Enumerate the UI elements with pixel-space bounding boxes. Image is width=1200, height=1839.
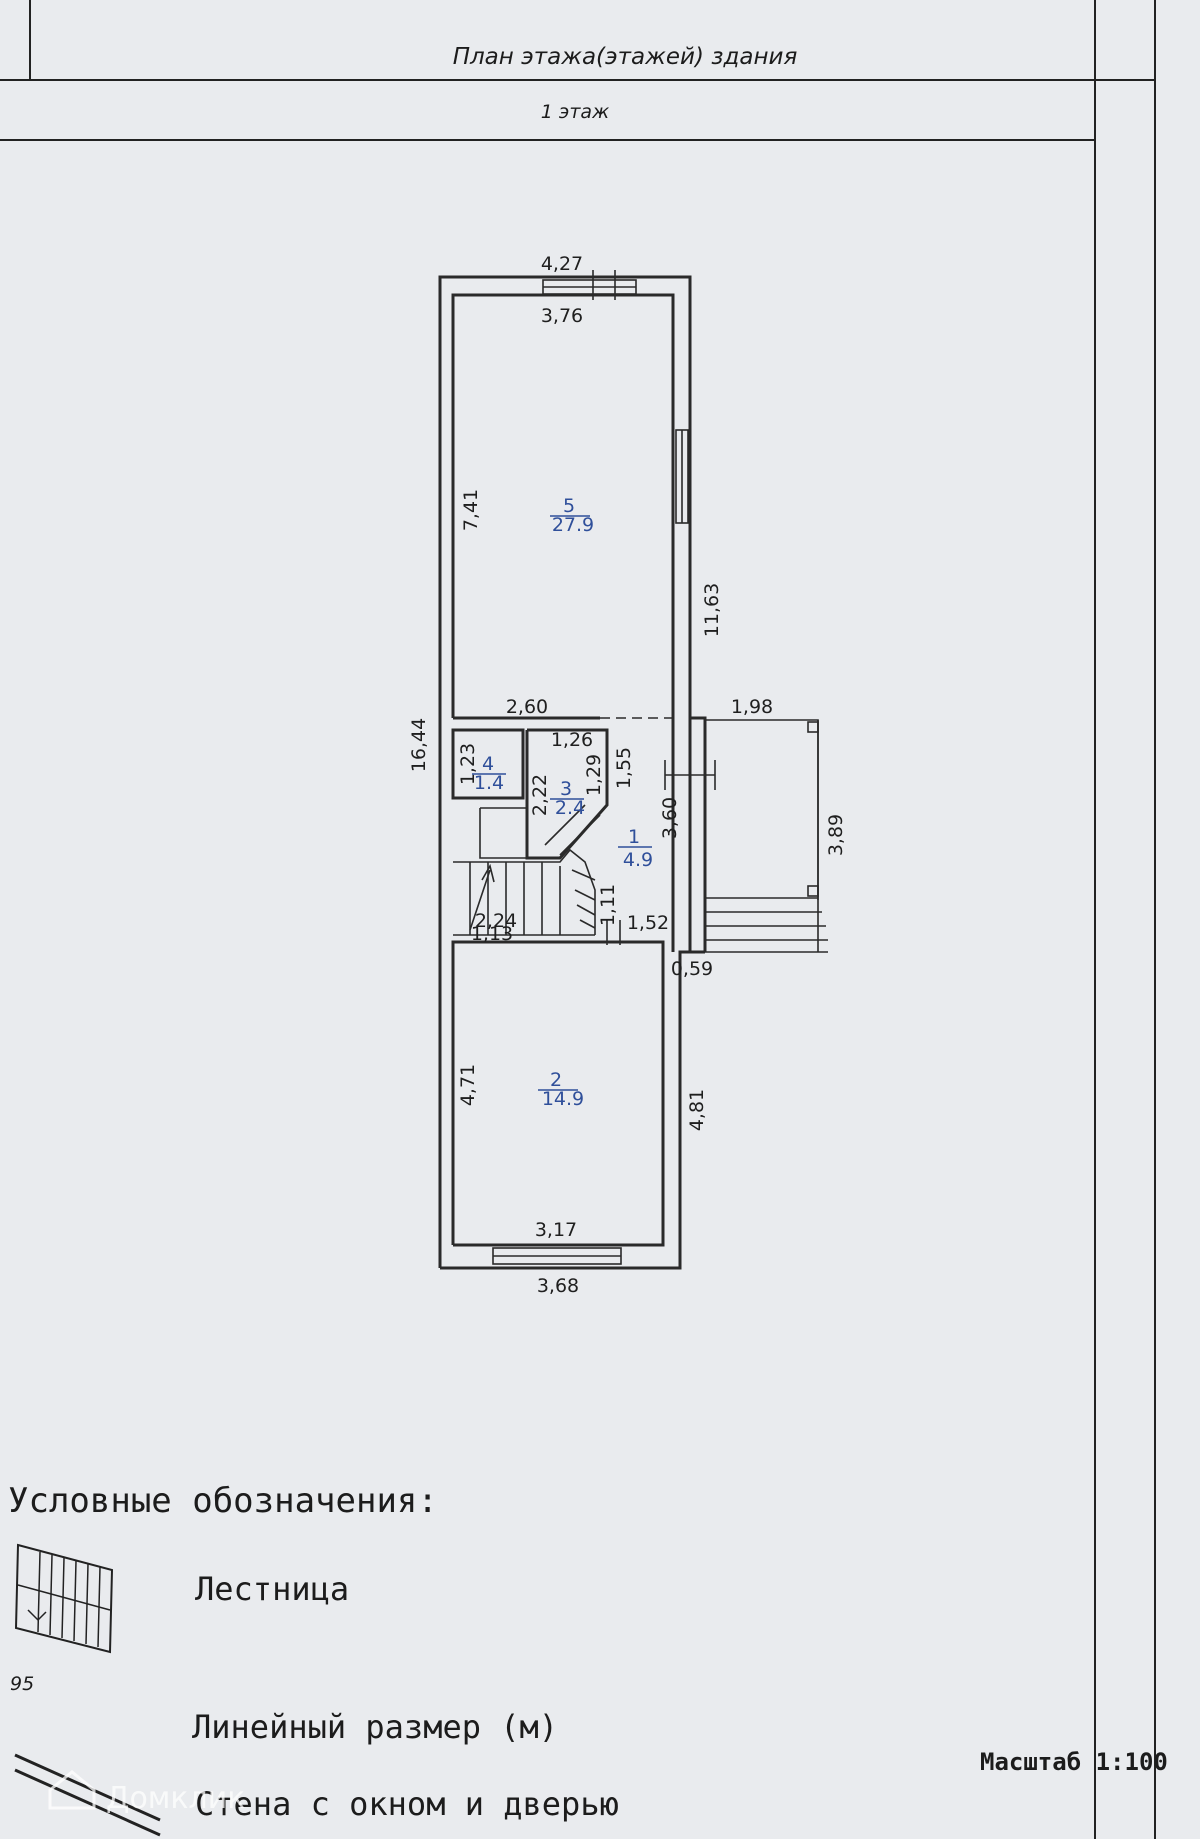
floor-label: 1 этаж bbox=[541, 101, 609, 123]
room-3-number: 3 bbox=[560, 778, 572, 800]
dim-overall-length: 16,44 bbox=[408, 718, 430, 772]
domclick-watermark: Домклик bbox=[48, 1770, 245, 1816]
dim-room3-height-left: 2,22 bbox=[529, 774, 551, 816]
dimension-labels: 4,27 3,76 7,41 11,63 16,44 2,60 1,98 1,2… bbox=[408, 253, 847, 1297]
dim-bottom-inner: 3,17 bbox=[535, 1219, 577, 1241]
dim-room5-height: 7,41 bbox=[460, 489, 482, 531]
dim-stair-small: 1,13 bbox=[471, 923, 513, 945]
stairs-legend-side-number: 95 bbox=[10, 1673, 34, 1695]
room-1-area: 4.9 bbox=[623, 849, 653, 871]
dim-stair-width: 2,24 bbox=[475, 910, 517, 932]
room-4-area: 1.4 bbox=[474, 772, 504, 794]
dim-top-inner: 3,76 bbox=[541, 305, 583, 327]
dim-top-outer: 4,27 bbox=[541, 253, 583, 275]
room-3-area: 2.4 bbox=[555, 797, 585, 819]
dim-room5-bottom: 2,60 bbox=[506, 696, 548, 718]
plan-title: План этажа(этажей) здания bbox=[453, 44, 798, 70]
legend-linear-size-label: Линейный размер (м) bbox=[192, 1708, 558, 1746]
dim-bottom-outer: 3,68 bbox=[537, 1275, 579, 1297]
legend-wall-window-door-label: Стена с окном и дверью bbox=[195, 1785, 619, 1823]
dim-hall-upper: 1,55 bbox=[613, 747, 635, 789]
room-2-number: 2 bbox=[550, 1069, 562, 1091]
room-1-number: 1 bbox=[628, 826, 640, 848]
room-4-number: 4 bbox=[482, 753, 494, 775]
dim-room2-left: 4,71 bbox=[457, 1064, 479, 1106]
porch bbox=[705, 719, 828, 953]
room-5-number: 5 bbox=[563, 495, 575, 517]
windows bbox=[492, 270, 716, 1265]
dim-porch-width: 1,98 bbox=[731, 696, 773, 718]
room-5-area: 27.9 bbox=[552, 514, 594, 536]
dim-right-wall: 11,63 bbox=[701, 583, 723, 637]
dim-hall-bottom: 1,52 bbox=[627, 912, 669, 934]
dim-room3-width: 1,26 bbox=[551, 729, 593, 751]
room-labels: 5 27.9 4 1.4 3 2.4 1 4.9 2 14.9 bbox=[472, 495, 653, 1110]
legend-heading: Условные обозначения: bbox=[8, 1481, 438, 1521]
scale-label: Масштаб 1:100 bbox=[980, 1748, 1168, 1776]
dim-offset: 0,59 bbox=[671, 958, 713, 980]
room-2-area: 14.9 bbox=[542, 1088, 584, 1110]
dim-room2-right: 4,81 bbox=[686, 1089, 708, 1131]
stair-treads bbox=[469, 804, 601, 935]
building-walls bbox=[438, 275, 707, 1270]
stairs-legend-icon bbox=[14, 1543, 114, 1654]
dim-hall-lower: 1,11 bbox=[597, 884, 619, 926]
wall-window-door-legend-icon bbox=[14, 1753, 161, 1837]
legend-stairs-label: Лестница bbox=[195, 1570, 349, 1608]
sheet-frame bbox=[0, 0, 1156, 1839]
dim-porch-height: 3,89 bbox=[825, 814, 847, 856]
dim-room3-height-right: 1,29 bbox=[583, 754, 605, 796]
dim-hall-right: 3,60 bbox=[659, 797, 681, 839]
watermark-text: Домклик bbox=[106, 1781, 245, 1816]
